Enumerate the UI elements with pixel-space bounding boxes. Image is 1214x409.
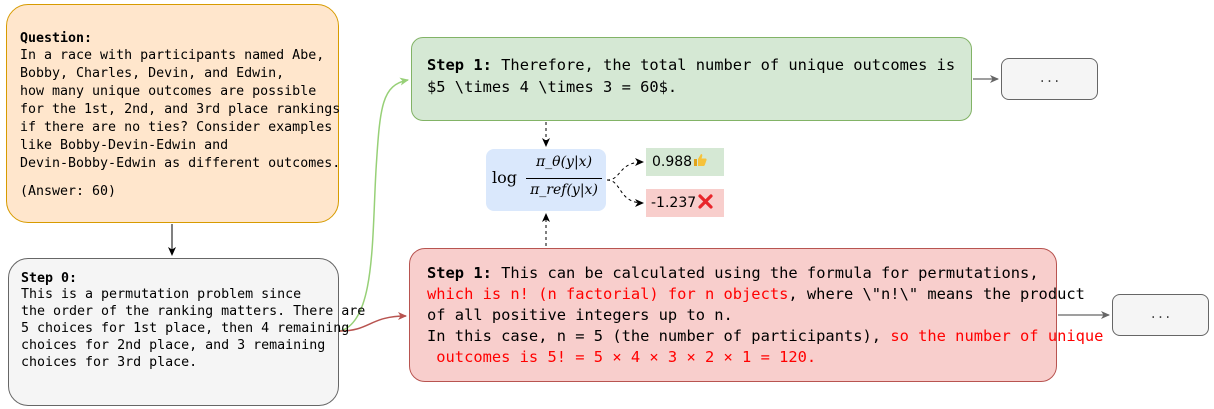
good-step1-line-1: Therefore, the total number of unique ou… (501, 56, 956, 74)
question-line-6: like Bobby-Devin-Edwin and (20, 138, 229, 153)
good-step1-label: Step 1: (427, 56, 492, 74)
bad-step1-line-2-black: , where \"n!\" means the product (788, 285, 1085, 303)
step0-label: Step 0: (21, 271, 78, 286)
formula-denominator: π_ref(y|x) (530, 182, 598, 198)
question-answer: (Answer: 60) (20, 184, 117, 199)
step0-line-3: 5 choices for 1st place, then 4 remainin… (21, 321, 350, 336)
thumbs-up-icon (693, 153, 707, 171)
next-step-ellipsis-good: ... (1038, 71, 1061, 85)
arrow-step0-to-bad-step (339, 312, 407, 332)
formula-log: log (492, 168, 517, 187)
arrow-step0-to-good-step (339, 77, 409, 332)
next-step-box-good: ... (1001, 58, 1098, 100)
question-label: Question (20, 31, 85, 46)
question-line-3: how many unique outcomes are possible (20, 84, 317, 99)
bad-step1-line-2-red: which is n! (n factorial) for n objects (427, 285, 789, 303)
bad-score-value: -1.237 (651, 195, 697, 211)
log-ratio-formula: log π_θ(y|x) π_ref(y|x) (486, 149, 606, 211)
step0-line-2: the order of the ranking matters. There … (21, 304, 366, 319)
bad-step1-line-5-red: outcomes is 5! = 5 × 4 × 3 × 2 × 1 = 120… (427, 348, 817, 366)
arrow-formula-to-good-score (606, 158, 644, 181)
bad-step1-line-1: This can be calculated using the formula… (501, 264, 1039, 282)
bad-step1-line-4-red: so the number of unique (890, 327, 1104, 345)
question-line-2: Bobby, Charles, Devin, and Edwin, (20, 66, 285, 81)
bad-step1-label: Step 1: (427, 264, 492, 282)
good-step1-box: Step 1: Therefore, the total number of u… (411, 37, 972, 121)
bad-step1-line-4-black: In this case, n = 5 (the number of parti… (427, 327, 891, 345)
next-step-ellipsis-bad: ... (1149, 307, 1172, 321)
step0-box: Step 0: This is a permutation problem si… (8, 258, 365, 406)
bad-step1-line-3: of all positive integers up to n. (427, 306, 733, 324)
question-box: Question: In a race with participants na… (6, 4, 341, 223)
question-line-4: for the 1st, 2nd, and 3rd place rankings (20, 102, 341, 117)
good-score-box: 0.988 (646, 148, 724, 176)
arrow-formula-to-bad-score (606, 179, 644, 207)
good-score-value: 0.988 (652, 154, 693, 170)
next-step-box-bad: ... (1112, 294, 1209, 336)
bad-score-box: -1.237 (646, 189, 724, 217)
question-line-1: In a race with participants named Abe, (20, 48, 325, 63)
bad-step1-box: Step 1: This can be calculated using the… (409, 248, 1103, 382)
good-step1-line-2: $5 \times 4 \times 3 = 60$. (427, 78, 678, 96)
step0-line-1: This is a permutation problem since (21, 287, 302, 302)
question-line-7: Devin-Bobby-Edwin as different outcomes. (20, 156, 341, 171)
step0-line-5: choices for 3rd place. (21, 355, 198, 370)
step0-line-4: choices for 2nd place, and 3 remaining (21, 338, 326, 353)
formula-fraction-bar (526, 178, 602, 179)
question-line-5: if there are no ties? Consider examples (20, 120, 333, 135)
formula-numerator: π_θ(y|x) (535, 154, 593, 170)
cross-icon (698, 194, 713, 213)
